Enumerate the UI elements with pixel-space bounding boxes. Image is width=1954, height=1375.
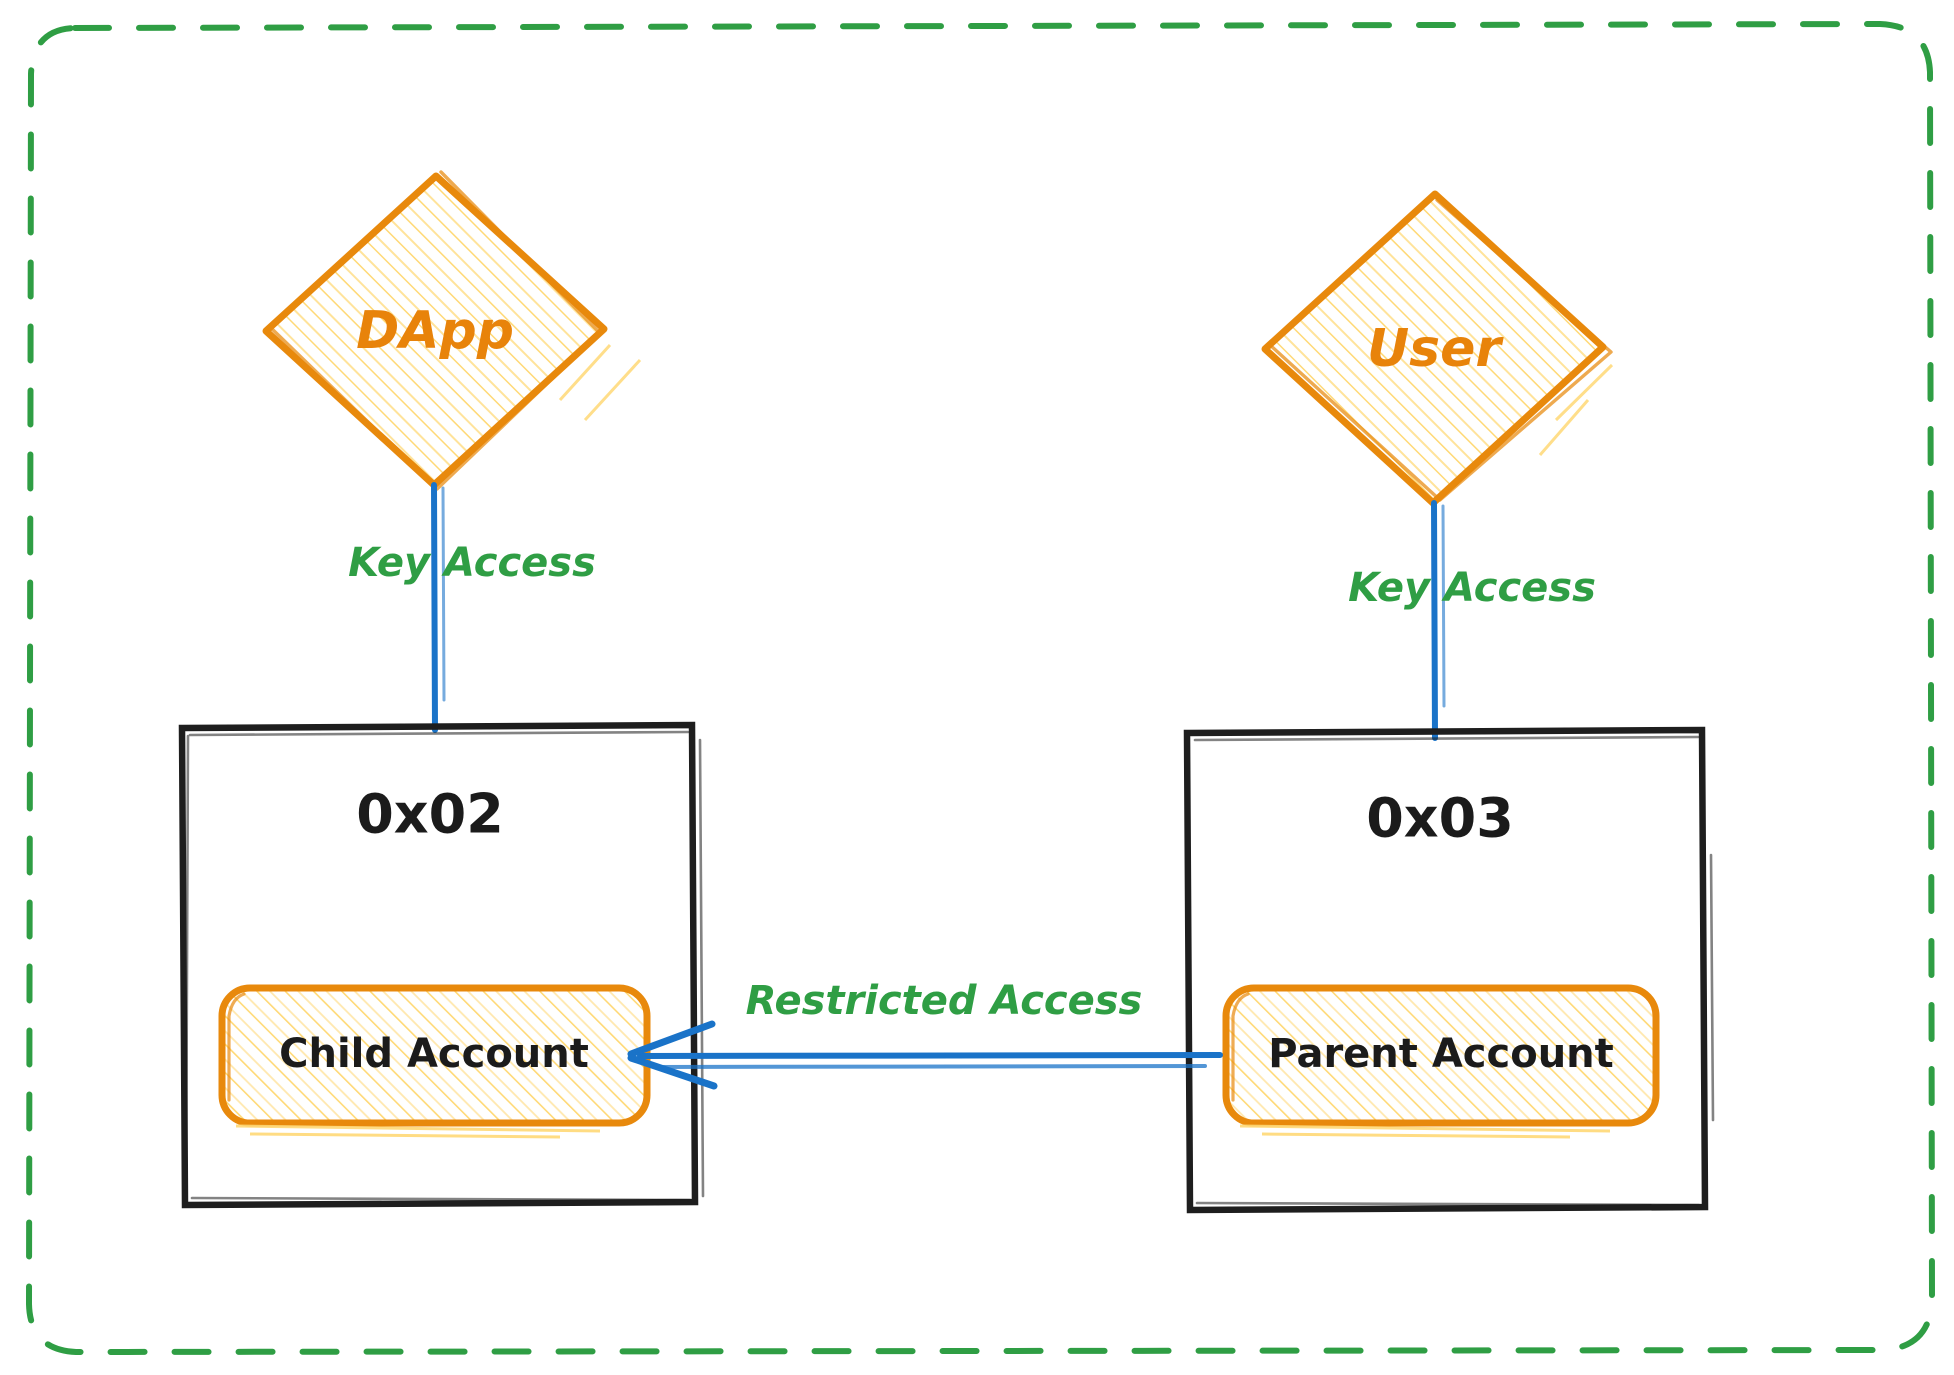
parent-hatch-overshoot — [1239, 1124, 1611, 1139]
dapp-outline-sketch — [268, 170, 602, 491]
edge-line-sketch — [653, 1064, 1207, 1069]
user-outline-sketch — [1268, 198, 1613, 502]
user-hatch-overshoot — [1538, 363, 1614, 456]
account-0x03-label: 0x03 — [1366, 787, 1514, 850]
edge-label-key-access-right: Key Access — [1348, 565, 1596, 611]
child-hatch-overshoot — [235, 1124, 601, 1139]
parent-hatch-fill — [1226, 988, 1656, 1123]
box-outline — [1183, 726, 1709, 1214]
dapp-node[interactable]: DApp — [255, 165, 642, 495]
edge-line-primary — [431, 482, 438, 733]
user-label: User — [1367, 319, 1504, 379]
edge-line-sketch — [1441, 504, 1446, 708]
child-hatch-fill — [222, 988, 647, 1123]
child-outline-sketch — [227, 992, 246, 1102]
box-outline — [178, 721, 699, 1209]
edge-label-key-access-left: Key Access — [348, 540, 596, 586]
account-box-0x02[interactable]: 0x02 — [178, 721, 705, 1209]
outer-dashed-frame — [25, 20, 1936, 1356]
account-0x02-label: 0x02 — [356, 783, 504, 846]
edge-dapp-to-account[interactable] — [431, 482, 446, 733]
box-outline-sketch — [184, 730, 705, 1202]
user-node[interactable]: User — [1254, 183, 1614, 513]
edge-label-restricted-access: Restricted Access — [746, 978, 1143, 1024]
parent-account-node[interactable]: Parent Account — [1219, 980, 1669, 1139]
parent-outline-sketch — [1231, 992, 1250, 1102]
edge-parent-to-child[interactable] — [627, 1020, 1223, 1090]
box-outline-sketch — [1193, 735, 1715, 1207]
child-account-label: Child Account — [279, 1031, 589, 1077]
child-account-node[interactable]: Child Account — [215, 980, 660, 1139]
edge-line-sketch — [441, 486, 446, 702]
edge-line-primary — [1431, 500, 1438, 741]
edge-line-primary — [637, 1052, 1223, 1059]
arrowhead-left-icon — [627, 1020, 718, 1090]
edge-user-to-account[interactable] — [1431, 500, 1446, 741]
parent-account-label: Parent Account — [1268, 1031, 1614, 1077]
dapp-hatch-overshoot — [558, 343, 642, 422]
account-box-0x03[interactable]: 0x03 — [1183, 726, 1715, 1214]
dapp-label: DApp — [356, 301, 514, 361]
parent-account-outline — [1222, 984, 1660, 1127]
